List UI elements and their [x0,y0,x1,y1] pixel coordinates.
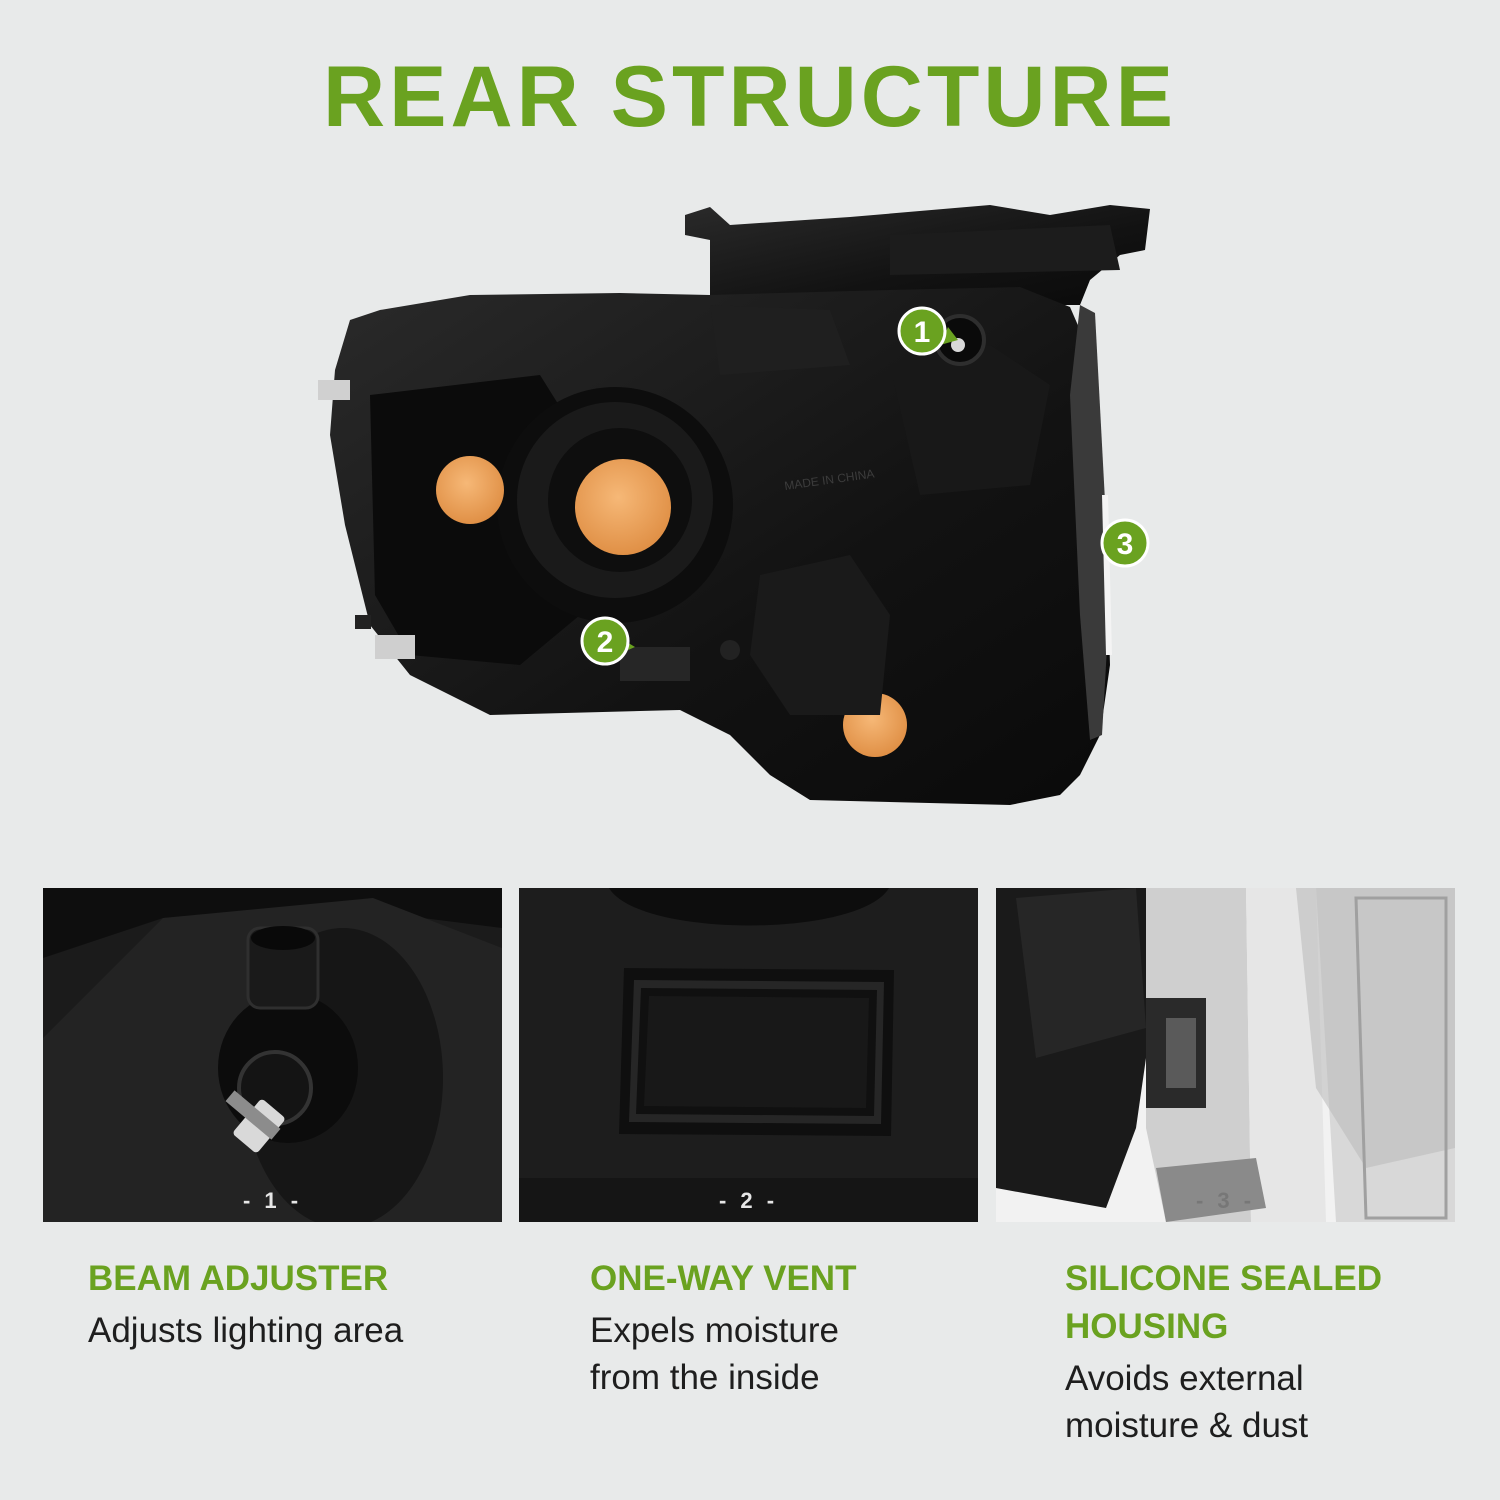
caption-title-line-2: HOUSING [1065,1307,1229,1346]
caption-title-line-1: SILICONE SEALED [1065,1259,1382,1298]
detail-panel-one-way-vent: - 2 - [519,888,978,1222]
panel-number: - 3 - [1195,1188,1256,1213]
amber-cap-main [575,459,671,555]
caption-desc-line-1: Avoids external [1065,1359,1304,1398]
page-title: REAR STRUCTURE [323,49,1177,145]
caption-one-way-vent: ONE-WAY VENT Expels moisture from the in… [590,1255,980,1401]
caption-sealed-housing: SILICONE SEALED HOUSING Avoids external … [1065,1255,1485,1449]
detail-panel-beam-adjuster: - 1 - [43,888,502,1222]
callout-3: 3 [1100,518,1150,568]
caption-desc-line-2: from the inside [590,1358,820,1397]
caption-desc: Adjusts lighting area [88,1311,404,1350]
beam-adjuster-closeup [43,888,502,1222]
sealed-housing-closeup [996,888,1455,1222]
callout-2: 2 [580,616,635,666]
svg-text:2: 2 [597,626,614,659]
panel-number: - 2 - [718,1188,779,1213]
caption-title: BEAM ADJUSTER [88,1259,389,1298]
caption-desc-line-2: moisture & dust [1065,1406,1309,1445]
svg-text:3: 3 [1117,528,1134,561]
caption-desc-line-1: Expels moisture [590,1311,839,1350]
panel-number: - 1 - [242,1188,303,1213]
caption-title: ONE-WAY VENT [590,1259,857,1298]
svg-text:1: 1 [914,316,931,349]
callout-1: 1 [897,306,958,356]
detail-panel-sealed-housing: - 3 - [996,888,1455,1222]
caption-beam-adjuster: BEAM ADJUSTER Adjusts lighting area [88,1255,498,1354]
amber-cap-left [436,456,504,524]
headlight-rear-illustration: MADE IN CHINA 1 2 3 [318,205,1150,805]
one-way-vent-closeup [519,888,978,1222]
